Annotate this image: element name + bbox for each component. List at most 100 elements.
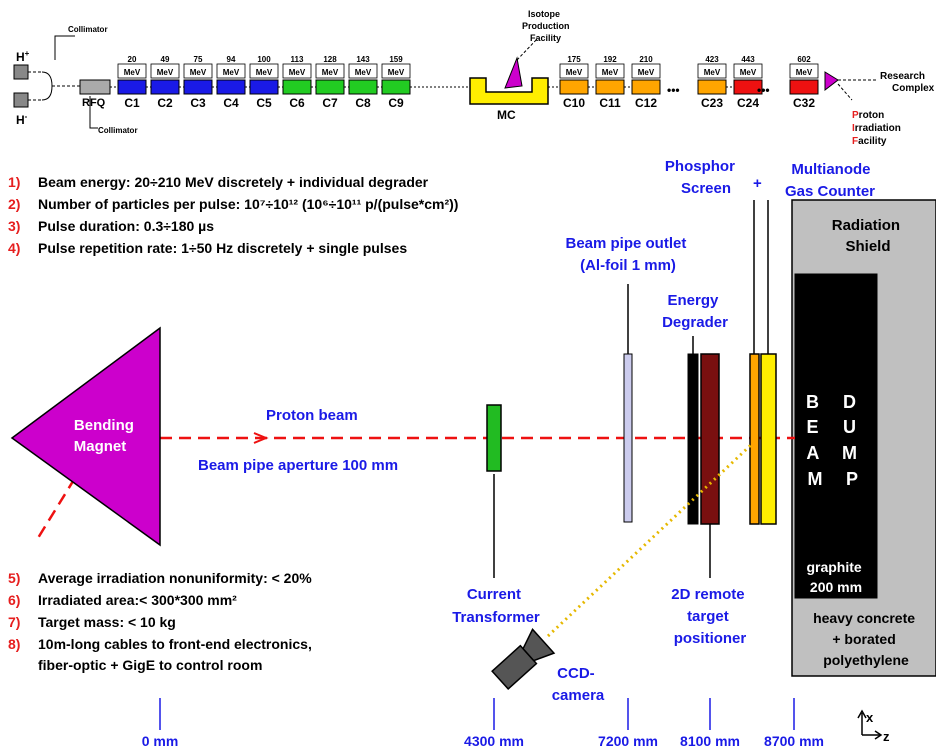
energy-value: 75: [194, 55, 203, 64]
position-axis: 0 mm 4300 mm 7200 mm 8100 mm 8700 mm: [142, 698, 824, 748]
energy-degrader-label: Energy Degrader: [662, 292, 728, 331]
energy-unit: MeV: [704, 68, 721, 77]
bending-magnet: [10, 326, 161, 547]
energy-value: 175: [567, 55, 581, 64]
rfq-block: [79, 79, 111, 95]
energy-unit: MeV: [256, 68, 273, 77]
energy-unit: MeV: [322, 68, 339, 77]
cavity-row: 20MeVC149MeVC275MeVC394MeVC4100MeVC5113M…: [117, 55, 819, 110]
energy-box: [381, 63, 411, 79]
plus-sign: +: [753, 175, 762, 192]
cavity-c23: [697, 79, 727, 95]
cavity-label: C32: [793, 96, 815, 110]
energy-value: 210: [639, 55, 653, 64]
energy-box: [348, 63, 378, 79]
spec-item: 7)Target mass: < 10 kg: [8, 614, 176, 630]
bent-beam-line: [36, 477, 77, 539]
isotope-target: [504, 56, 523, 89]
h-plus-label: H+: [16, 49, 30, 64]
collimator-top-lead: [54, 35, 75, 60]
spec-list-top: 1)Beam energy: 20÷210 MeV discretely + i…: [8, 174, 458, 256]
energy-box: [216, 63, 246, 79]
cavity-label: C24: [737, 96, 759, 110]
cavity-label: C5: [256, 96, 272, 110]
energy-value: 192: [603, 55, 617, 64]
energy-unit: MeV: [740, 68, 757, 77]
energy-box: [282, 63, 312, 79]
linac-strip: H+ H- Collimator Collimator RFQ 20MeVC14…: [13, 9, 935, 147]
end-target: [824, 71, 839, 92]
cavity-c11: [595, 79, 625, 95]
phosphor-screen: [749, 353, 760, 525]
energy-box: [117, 63, 147, 79]
cavity-c6: [282, 79, 312, 95]
energy-box: [697, 63, 727, 79]
target-positioner-label: 2D remote target positioner: [671, 586, 749, 647]
energy-unit: MeV: [355, 68, 372, 77]
cavity-label: C1: [124, 96, 140, 110]
spec-list-bottom: 5)Average irradiation nonuniformity: < 2…: [8, 570, 312, 673]
mc-label: MC: [497, 108, 516, 122]
energy-unit: MeV: [602, 68, 619, 77]
energy-box: [183, 63, 213, 79]
concrete-label: heavy concrete + borated polyethylene: [813, 610, 919, 668]
spec-item-continued: fiber-optic + GigE to control room: [38, 657, 262, 673]
cavity-c32: [789, 79, 819, 95]
energy-box: [595, 63, 625, 79]
h-minus-source: [13, 92, 29, 108]
cavity-label: C8: [355, 96, 371, 110]
proton-beam-label: Proton beam: [266, 407, 358, 424]
spec-item: 8)10m-long cables to front-end electroni…: [8, 636, 312, 652]
axis-x-label: x: [866, 710, 874, 725]
beam-pipe-aperture-label: Beam pipe aperture 100 mm: [198, 457, 398, 474]
spec-item: 1)Beam energy: 20÷210 MeV discretely + i…: [8, 174, 429, 190]
cavity-label: C11: [599, 96, 621, 110]
cavity-label: C6: [289, 96, 305, 110]
cavity-c1: [117, 79, 147, 95]
beam-dump-right-letters: D U M P: [842, 392, 862, 489]
energy-unit: MeV: [190, 68, 207, 77]
h-minus-label: H-: [16, 112, 28, 127]
position-label: 8100 mm: [680, 733, 740, 748]
beam-pipe-outlet-label: Beam pipe outlet (Al-foil 1 mm): [565, 235, 690, 274]
cavity-label: C2: [157, 96, 173, 110]
cavity-label: C4: [223, 96, 239, 110]
position-label: 4300 mm: [464, 733, 524, 748]
h-plus-source: [13, 64, 29, 80]
energy-value: 113: [291, 55, 304, 64]
energy-box: [631, 63, 661, 79]
energy-unit: MeV: [157, 68, 174, 77]
cavity-c24: [733, 79, 763, 95]
ellipsis-dots: •••: [667, 83, 680, 97]
spec-item: 6)Irradiated area:< 300*300 mm²: [8, 592, 237, 608]
energy-unit: MeV: [124, 68, 141, 77]
position-label: 0 mm: [142, 733, 179, 748]
beam-dump: [794, 273, 878, 599]
al-foil-outlet: [623, 353, 633, 523]
energy-unit: MeV: [388, 68, 405, 77]
energy-box: [559, 63, 589, 79]
position-label: 8700 mm: [764, 733, 824, 748]
energy-value: 443: [741, 55, 755, 64]
cavity-c8: [348, 79, 378, 95]
isotope-label: Isotope Production Facility: [522, 9, 572, 43]
ccd-camera-label: CCD- camera: [552, 665, 605, 704]
cavity-c10: [559, 79, 589, 95]
energy-value: 159: [389, 55, 403, 64]
energy-value: 423: [705, 55, 719, 64]
cavity-c2: [150, 79, 180, 95]
beam-direction-arrow: [253, 432, 269, 444]
cavity-label: C23: [701, 96, 723, 110]
position-label: 7200 mm: [598, 733, 658, 748]
bending-magnet-label: Bending Magnet: [74, 417, 138, 455]
target-holder: [700, 353, 720, 525]
spec-item: 5)Average irradiation nonuniformity: < 2…: [8, 570, 312, 586]
energy-box: [249, 63, 279, 79]
energy-value: 128: [323, 55, 337, 64]
energy-unit: MeV: [289, 68, 306, 77]
isotope-lead: [516, 37, 539, 61]
spec-item: 4)Pulse repetition rate: 1÷50 Hz discret…: [8, 240, 407, 256]
current-transformer: [486, 404, 502, 472]
energy-value: 100: [257, 55, 271, 64]
